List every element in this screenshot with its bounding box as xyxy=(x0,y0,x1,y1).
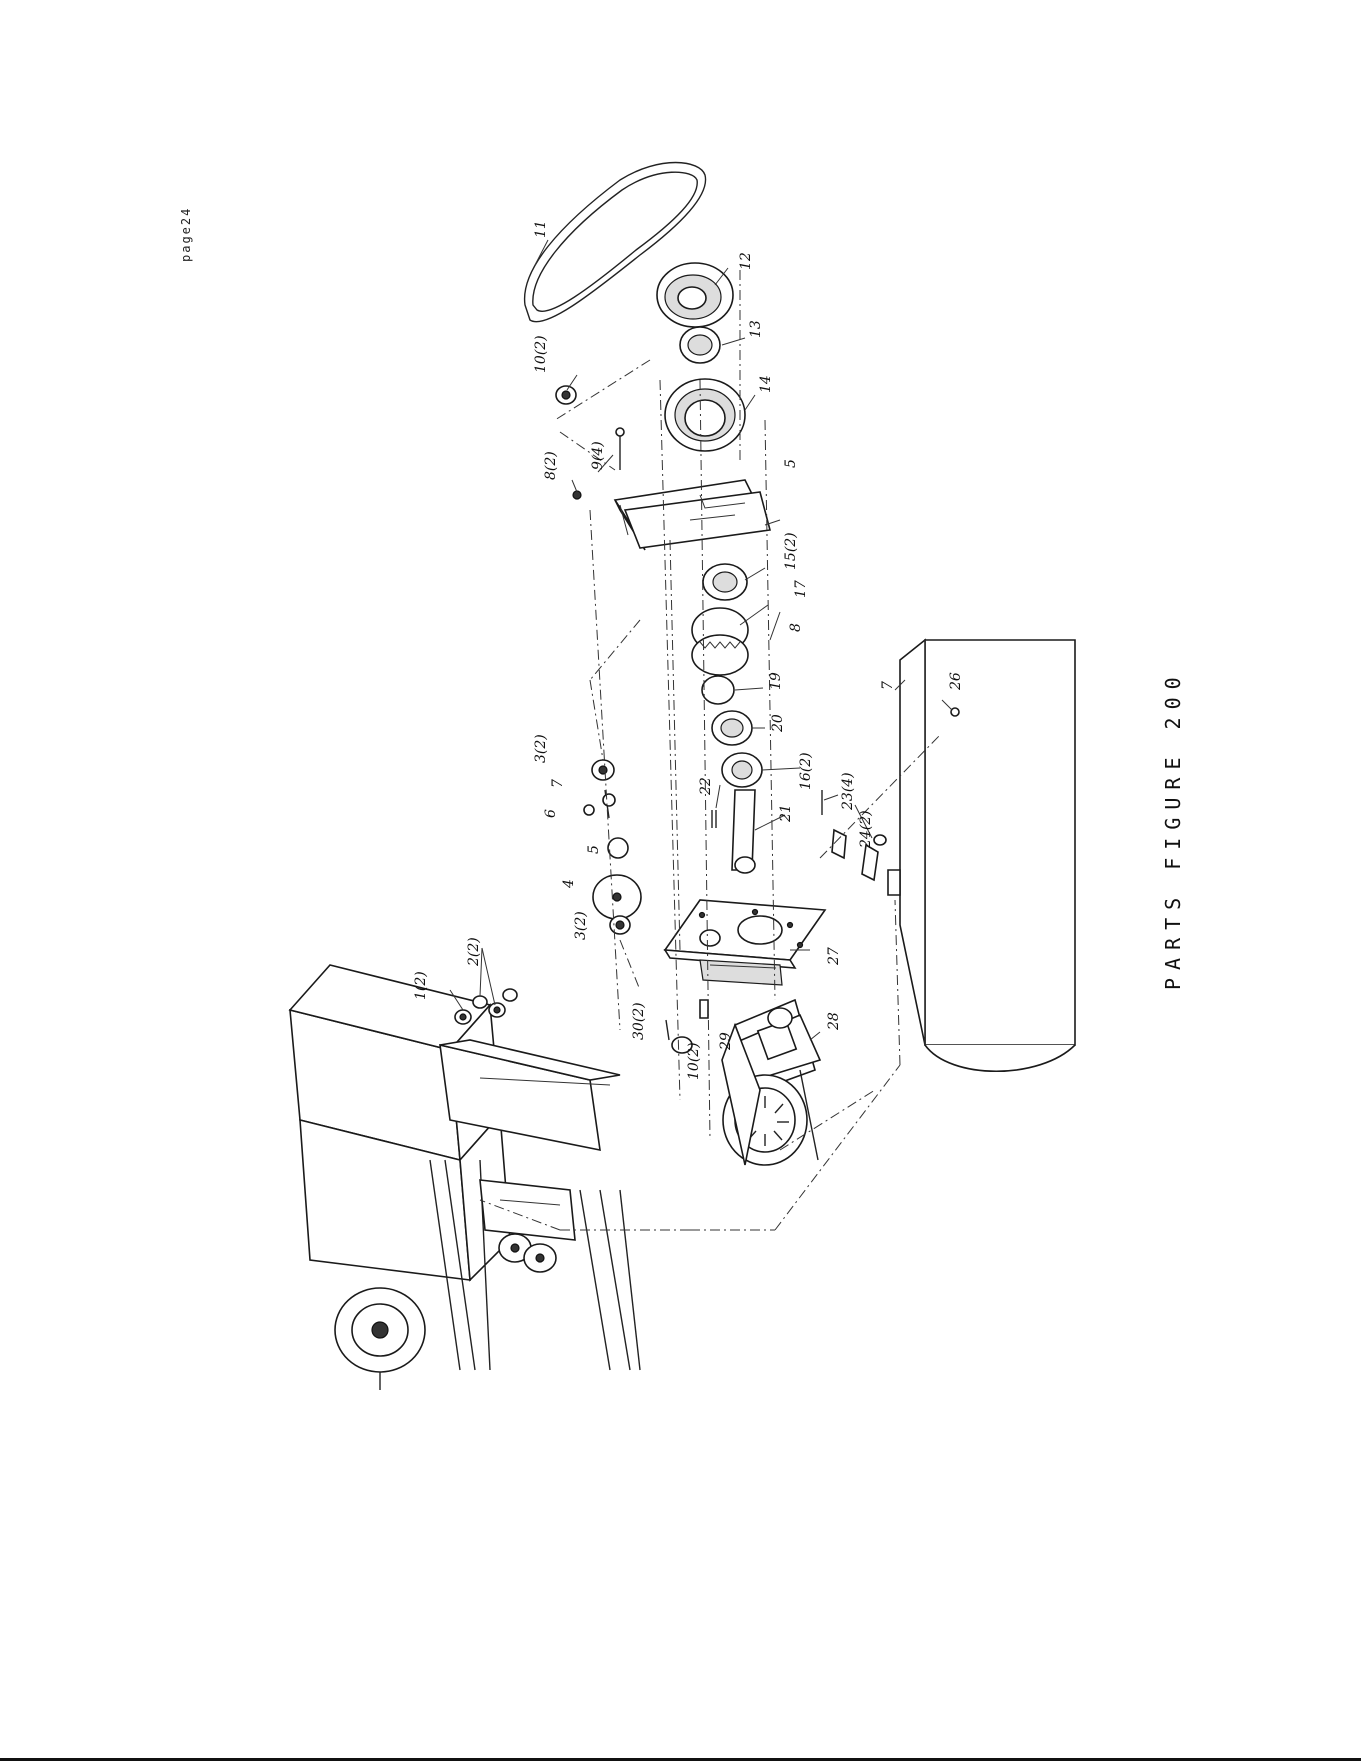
callout-30: 30(2) xyxy=(631,1002,647,1040)
callout-22: 22 xyxy=(698,777,714,796)
callout-21: 21 xyxy=(778,804,794,823)
callout-8b: 8 xyxy=(788,623,804,632)
callout-14: 14 xyxy=(758,375,774,393)
shaft-21 xyxy=(712,790,755,873)
callout-9: 9(4) xyxy=(590,441,606,470)
callout-23: 23(4) xyxy=(840,772,856,811)
callout-12: 12 xyxy=(738,252,754,270)
callout-5b: 5 xyxy=(783,459,799,468)
callout-3a: 3(2) xyxy=(533,734,549,763)
callout-26: 26 xyxy=(948,672,964,691)
motor-plate xyxy=(665,900,825,985)
callout-29: 29 xyxy=(718,1032,734,1051)
callout-10b: 10(2) xyxy=(686,1042,702,1080)
callout-2: 2(2) xyxy=(466,937,482,967)
callout-13: 13 xyxy=(748,320,764,338)
callout-5a: 5 xyxy=(586,845,602,854)
shaft-components xyxy=(692,564,762,787)
callout-17: 17 xyxy=(793,580,809,598)
callout-28: 28 xyxy=(826,1012,842,1031)
callout-6: 6 xyxy=(543,809,559,818)
callout-7b: 7 xyxy=(880,681,896,690)
callout-20: 20 xyxy=(770,714,786,733)
page-id: page24 xyxy=(179,207,193,262)
callout-16: 16(2) xyxy=(798,752,814,790)
motor-cover xyxy=(888,640,1075,1071)
electric-motor xyxy=(722,1000,820,1165)
gearbox-housing xyxy=(615,480,770,550)
figure-title: PARTS FIGURE 200 xyxy=(1161,669,1185,990)
callout-4: 4 xyxy=(561,879,577,889)
callout-10a: 10(2) xyxy=(533,335,549,373)
lathe-bed-and-headstock xyxy=(290,965,640,1390)
callout-15: 15(2) xyxy=(783,532,799,570)
callout-7a: 7 xyxy=(550,779,566,788)
callout-11: 11 xyxy=(533,220,549,238)
callout-3b: 3(2) xyxy=(573,911,589,940)
callout-19: 19 xyxy=(768,672,784,690)
callout-1: 1(2) xyxy=(413,971,429,1000)
callout-8a: 8(2) xyxy=(543,451,559,480)
callout-24: 24(2) xyxy=(858,810,874,849)
callout-27: 27 xyxy=(826,947,842,966)
